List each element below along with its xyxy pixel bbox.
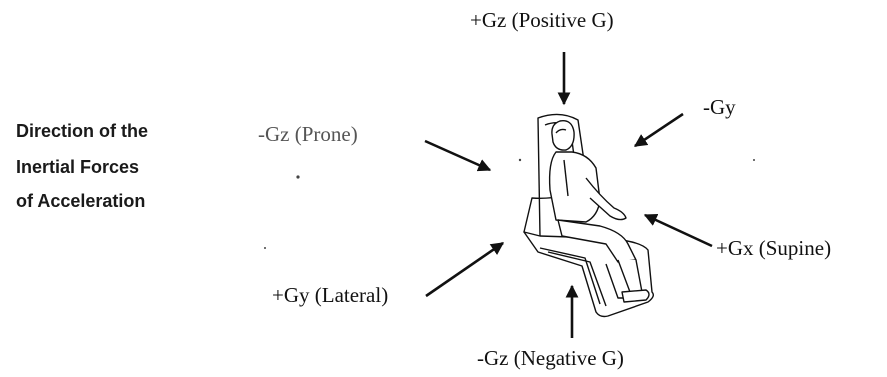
seated-figure (524, 114, 653, 316)
scan-specks (264, 159, 755, 249)
arrow-neg-gy (635, 114, 683, 146)
arrow-supine (645, 215, 712, 246)
arrow-prone (425, 141, 490, 170)
arrow-lateral (426, 243, 503, 296)
